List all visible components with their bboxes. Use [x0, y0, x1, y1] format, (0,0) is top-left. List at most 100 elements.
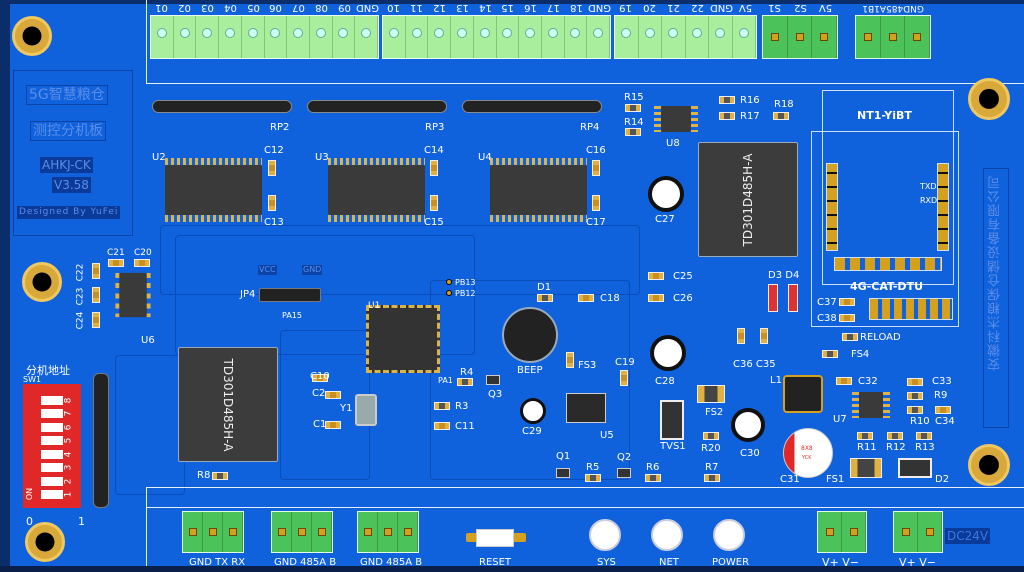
- terminal-label: 06: [269, 2, 283, 13]
- dip-switch-3[interactable]: [41, 463, 63, 472]
- dip-switch-4[interactable]: [41, 449, 63, 459]
- label-reload: RELOAD: [860, 332, 901, 343]
- terminal-pin: [242, 16, 265, 58]
- label-fs3: FS3: [578, 360, 597, 371]
- diode-d2: [898, 458, 932, 478]
- label-c15: C15: [424, 217, 444, 228]
- terminal-block-3: [614, 15, 757, 59]
- dip-switch-6[interactable]: [41, 422, 63, 432]
- label-c22: C22: [75, 263, 86, 282]
- mcu-u1: [366, 305, 440, 373]
- dip-on-text: ON: [25, 487, 35, 501]
- label-r14: R14: [624, 117, 644, 128]
- terminal-pin: [310, 16, 333, 58]
- fuse-fs1: [850, 458, 882, 478]
- terminal-label: 01: [155, 2, 168, 13]
- dip-position-label: 5: [63, 437, 74, 444]
- reset-button[interactable]: [476, 529, 514, 547]
- rs485-isolation-module-2: TD301D485H-A: [178, 347, 278, 462]
- dip-switch-2[interactable]: [41, 476, 63, 486]
- terminal-pin: [292, 512, 312, 552]
- label-c1: C1: [313, 419, 327, 430]
- rs485-top-label: GND485A1B1: [862, 3, 924, 13]
- power-input-connector-2: [893, 511, 943, 553]
- bottom-connector-frame: [146, 487, 1024, 572]
- tvs-diode: [660, 400, 684, 440]
- label-c34: C34: [935, 416, 955, 427]
- dip-switch-8[interactable]: [41, 395, 63, 405]
- label-u5: U5: [600, 430, 614, 441]
- label-r11: R11: [857, 442, 877, 453]
- terminal-pin: [287, 16, 310, 58]
- txd-label: TXD: [920, 182, 937, 191]
- terminal-label: 5V: [818, 2, 832, 13]
- terminal-pin: [428, 16, 452, 58]
- terminal-pin: [151, 16, 174, 58]
- label-c19: C19: [615, 357, 635, 368]
- label-u7: U7: [833, 414, 847, 425]
- cap-marking: 8X8: [801, 445, 813, 452]
- board-model: AHKJ-CK: [40, 157, 93, 173]
- dip-switch-7[interactable]: [41, 409, 63, 418]
- label-rp4: RP4: [580, 122, 600, 133]
- terminal-pin: [183, 512, 203, 552]
- jumper-jp4[interactable]: [259, 288, 321, 302]
- terminal-block-1: [150, 15, 379, 59]
- label-c2: C2: [312, 388, 326, 399]
- terminal-pin: [312, 512, 332, 552]
- terminal-block-2: [382, 15, 611, 59]
- label-c33: C33: [932, 376, 952, 387]
- terminal-label: 5V: [738, 2, 752, 13]
- terminal-pin: [497, 16, 520, 58]
- terminal-label: 20: [643, 2, 657, 13]
- terminal-pin: [639, 16, 662, 58]
- label-q2: Q2: [617, 452, 632, 463]
- power-input-connector-1: [817, 511, 867, 553]
- label-c32: C32: [858, 376, 878, 387]
- mount-hole: [968, 78, 1010, 120]
- power-led: [713, 519, 745, 551]
- module-marking: TD301D485H-A: [221, 358, 235, 451]
- terminal-pin: [265, 16, 288, 58]
- label-rp2: RP2: [270, 122, 290, 133]
- label-c36-c35: C36 C35: [733, 359, 776, 370]
- label-tvs1: TVS1: [660, 441, 686, 452]
- terminal-label: 21: [667, 2, 680, 13]
- terminal-pin: [662, 16, 686, 58]
- pin-header: [93, 373, 109, 508]
- terminal-pin: [406, 16, 429, 58]
- terminal-pin: [272, 512, 292, 552]
- terminal-pin: [378, 512, 398, 552]
- ic-u2: [165, 158, 262, 222]
- terminal-label: 03: [200, 2, 214, 13]
- terminal-pin: [565, 16, 588, 58]
- label-u6: U6: [141, 335, 155, 346]
- label-u8: U8: [666, 138, 680, 149]
- terminal-pin: [451, 16, 474, 58]
- mount-hole: [25, 522, 65, 562]
- dip-switch-1[interactable]: [41, 490, 63, 499]
- label-c17: C17: [586, 217, 606, 228]
- terminal-pin: [763, 16, 788, 58]
- terminal-label: 18: [570, 2, 584, 13]
- terminal-label: 08: [315, 2, 329, 13]
- ic-u6: [119, 272, 147, 318]
- resistor-pack: [152, 100, 292, 113]
- board-edge: [0, 0, 10, 572]
- dip-position-label: 1: [63, 491, 74, 498]
- cap-brand: YCK: [802, 455, 812, 461]
- label-c10: C10: [310, 371, 330, 382]
- power-label: POWER: [712, 557, 750, 568]
- wifi-module-label: NT1-YiBT: [857, 109, 912, 122]
- terminal-label: GND: [588, 2, 612, 13]
- label-c24: C24: [75, 311, 86, 330]
- dip-switch-5[interactable]: [41, 436, 63, 445]
- terminal-label: 15: [501, 2, 515, 13]
- terminal-label: S2: [793, 2, 807, 13]
- dip-position-label: 3: [63, 464, 74, 471]
- label-c31: C31: [780, 474, 800, 485]
- label-r6: R6: [646, 462, 660, 473]
- terminal-pin: [542, 16, 565, 58]
